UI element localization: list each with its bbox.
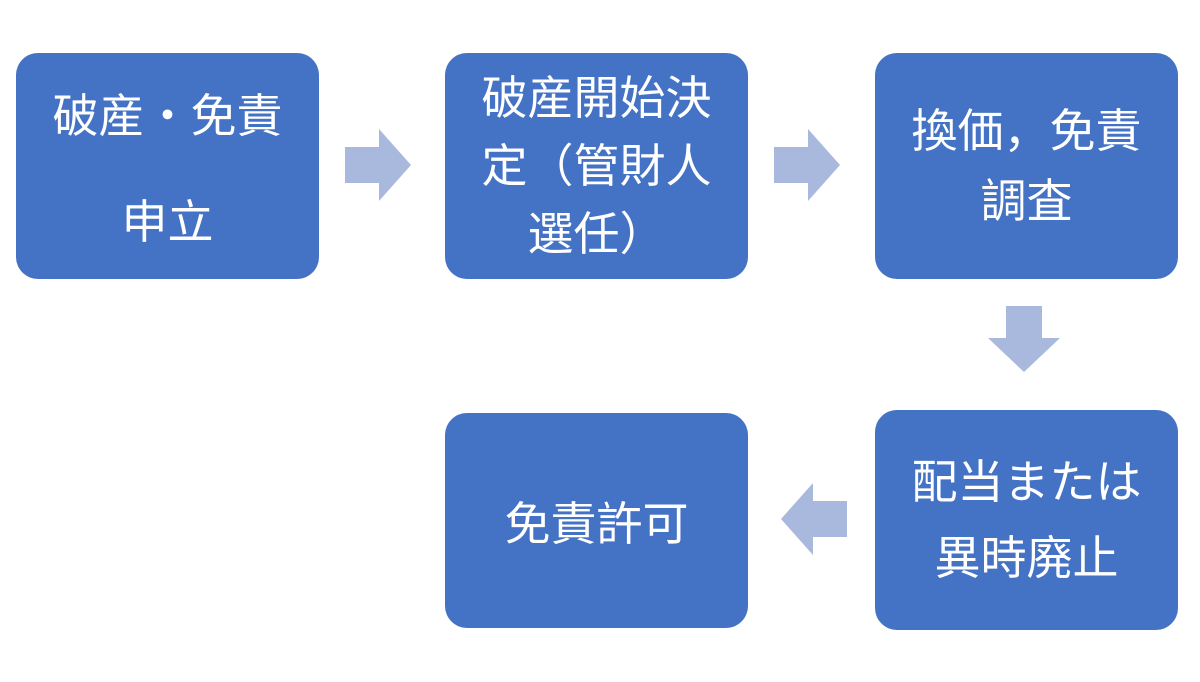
step-3-line-2: 調査 — [980, 174, 1073, 228]
arrow-right-icon — [774, 129, 840, 201]
step-3-liquidation-investigation: 換価，免責 調査 — [875, 53, 1178, 279]
step-3-line-1: 換価，免責 — [911, 104, 1142, 158]
arrow-down-icon — [988, 306, 1060, 372]
step-4-line-1: 配当または — [911, 455, 1142, 509]
step-4-line-2: 異時廃止 — [934, 531, 1119, 585]
step-1-line-2: 申立 — [121, 195, 214, 249]
step-2-commencement-decision: 破産開始決 定（管財人 選任） — [445, 53, 748, 279]
step-2-line-3: 選任） — [527, 207, 666, 261]
step-4-distribution-or-abolition: 配当または 異時廃止 — [875, 410, 1178, 630]
step-1-bankruptcy-petition: 破産・免責 申立 — [16, 53, 319, 279]
arrow-left-icon — [781, 483, 847, 555]
arrow-right-icon — [345, 129, 411, 201]
step-5-discharge-granted: 免責許可 — [445, 413, 748, 628]
step-2-line-1: 破産開始決 — [481, 71, 712, 125]
step-1-line-1: 破産・免責 — [52, 89, 283, 143]
step-2-line-2: 定（管財人 — [481, 139, 712, 193]
step-5-line-1: 免責許可 — [504, 496, 689, 551]
